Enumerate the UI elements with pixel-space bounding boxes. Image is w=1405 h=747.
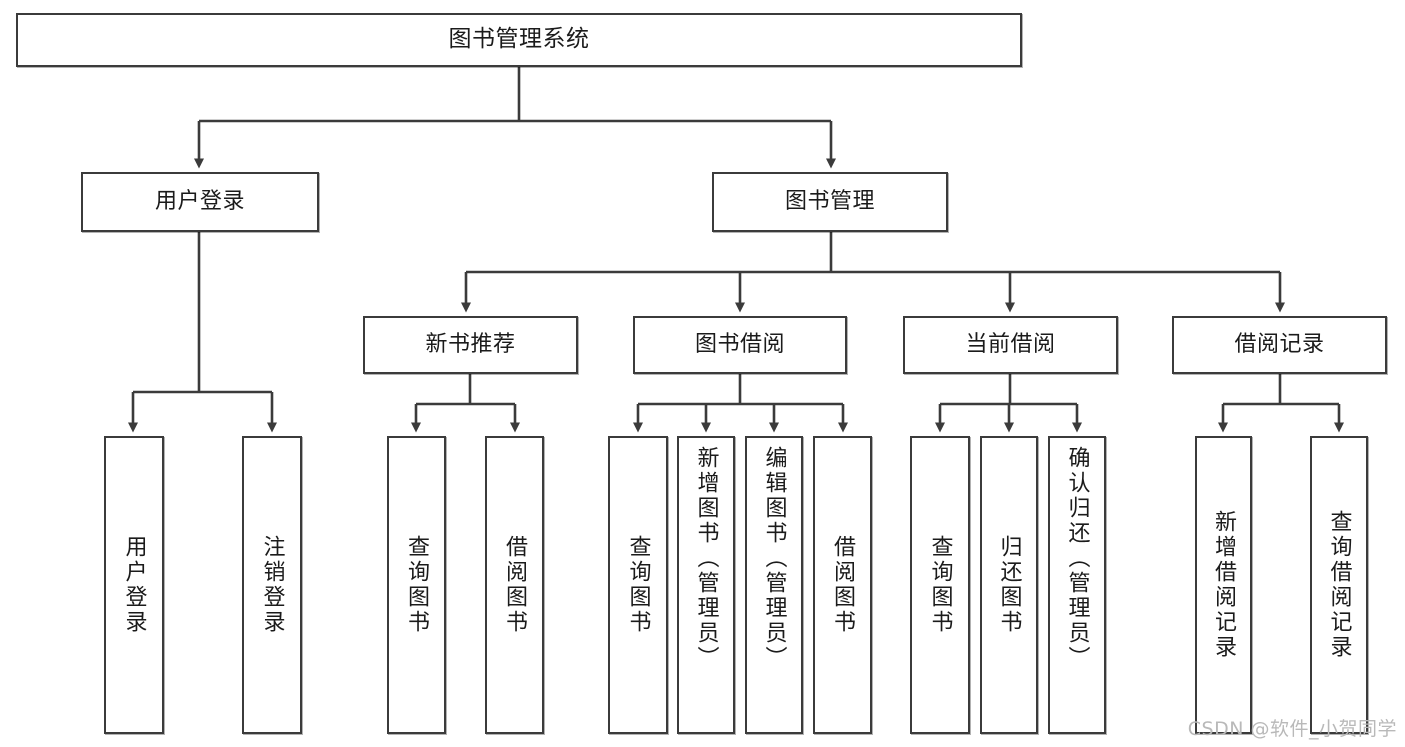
node-label: 借阅记录 [1234, 332, 1325, 358]
node-label: 新增借阅记录 [1211, 510, 1237, 660]
node-root-system[interactable]: 图书管理系统 [16, 13, 1022, 67]
node-leaf-borrow-book-2[interactable]: 借阅图书 [813, 436, 872, 734]
node-label: 查询图书 [927, 535, 953, 635]
node-leaf-confirm-return[interactable]: 确认归还（管理员） [1048, 436, 1106, 734]
node-current-borrow[interactable]: 当前借阅 [903, 316, 1118, 374]
node-leaf-return-book[interactable]: 归还图书 [980, 436, 1038, 734]
node-label: 注销登录 [259, 535, 285, 635]
node-book-manage[interactable]: 图书管理 [712, 172, 948, 232]
node-leaf-user-login[interactable]: 用户登录 [104, 436, 164, 734]
node-label: 确认归还（管理员） [1064, 446, 1090, 671]
node-label: 图书管理 [784, 189, 875, 215]
node-new-book-recommend[interactable]: 新书推荐 [363, 316, 578, 374]
node-leaf-logout-login[interactable]: 注销登录 [242, 436, 302, 734]
node-label: 查询借阅记录 [1326, 510, 1352, 660]
node-user-login[interactable]: 用户登录 [81, 172, 319, 232]
node-label: 当前借阅 [965, 332, 1056, 358]
node-leaf-edit-book[interactable]: 编辑图书（管理员） [745, 436, 803, 734]
node-label: 编辑图书（管理员） [761, 446, 787, 671]
node-leaf-query-book-1[interactable]: 查询图书 [387, 436, 446, 734]
node-book-borrow[interactable]: 图书借阅 [633, 316, 847, 374]
node-leaf-query-borrow-record[interactable]: 查询借阅记录 [1310, 436, 1368, 734]
node-label: 借阅图书 [830, 535, 856, 635]
node-label: 图书借阅 [694, 332, 785, 358]
node-leaf-add-borrow-record[interactable]: 新增借阅记录 [1195, 436, 1252, 734]
node-leaf-add-book[interactable]: 新增图书（管理员） [677, 436, 735, 734]
node-leaf-query-book-2[interactable]: 查询图书 [608, 436, 668, 734]
node-label: 用户登录 [121, 535, 147, 635]
node-label: 归还图书 [996, 535, 1022, 635]
node-leaf-borrow-book-1[interactable]: 借阅图书 [485, 436, 544, 734]
node-label: 查询图书 [404, 535, 430, 635]
node-label: 新书推荐 [425, 332, 516, 358]
node-label: 图书管理系统 [448, 26, 590, 53]
node-label: 借阅图书 [502, 535, 528, 635]
node-leaf-query-book-3[interactable]: 查询图书 [910, 436, 970, 734]
node-borrow-record[interactable]: 借阅记录 [1172, 316, 1387, 374]
node-label: 用户登录 [154, 189, 245, 215]
node-label: 查询图书 [625, 535, 651, 635]
node-label: 新增图书（管理员） [693, 446, 719, 671]
